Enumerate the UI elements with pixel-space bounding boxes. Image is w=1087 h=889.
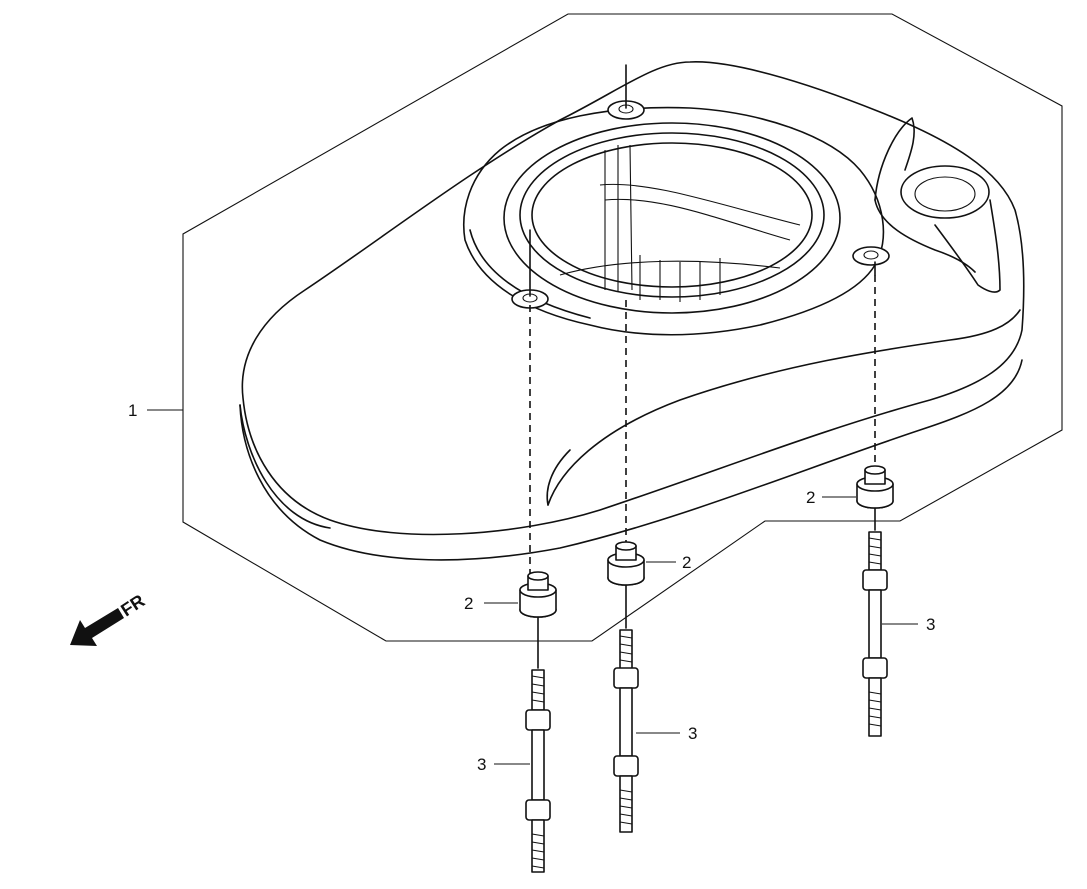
callout-3-right: 3 bbox=[926, 615, 935, 634]
fan-cover bbox=[239, 61, 1025, 561]
stud-middle bbox=[613, 629, 639, 833]
front-direction-arrow-icon bbox=[70, 608, 124, 646]
callout-2-right: 2 bbox=[806, 488, 815, 507]
grommet-left bbox=[519, 571, 557, 618]
callout-2-middle: 2 bbox=[682, 553, 691, 572]
callout-2-left: 2 bbox=[464, 594, 473, 613]
grommet-right bbox=[856, 465, 894, 509]
part-group-boundary bbox=[182, 13, 1063, 642]
stud-left bbox=[525, 669, 551, 873]
callout-3-left: 3 bbox=[477, 755, 486, 774]
callout-1: 1 bbox=[128, 401, 137, 420]
callout-3-middle: 3 bbox=[688, 724, 697, 743]
grommet-middle bbox=[607, 541, 645, 586]
stud-right bbox=[862, 531, 888, 737]
